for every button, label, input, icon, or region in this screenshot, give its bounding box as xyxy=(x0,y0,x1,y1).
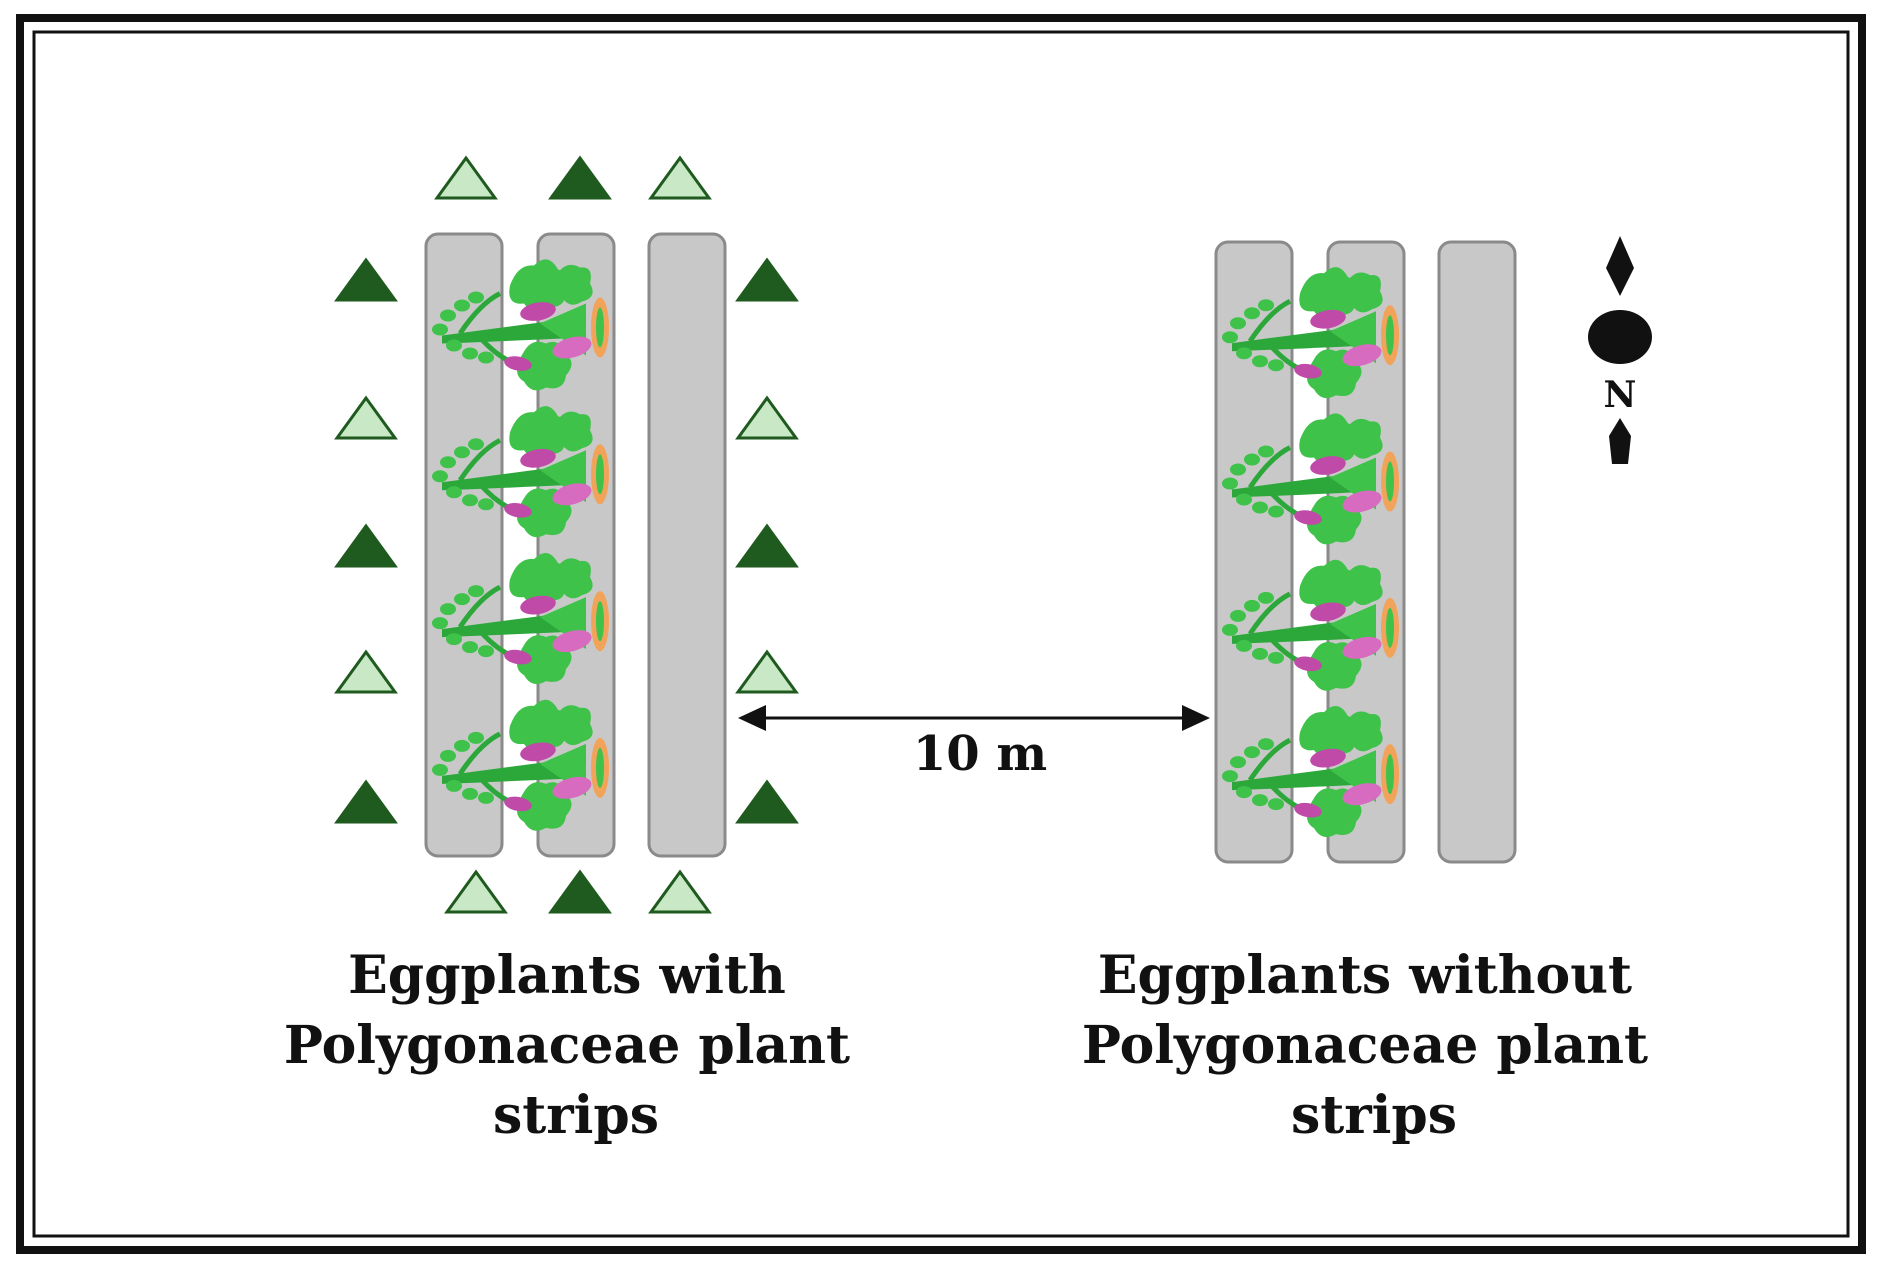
polygonaceae-light-triangle-icon xyxy=(648,869,712,914)
caption-with-strips: Eggplants with Polygonaceae plant strips xyxy=(284,945,868,1146)
polygonaceae-light-triangle-icon xyxy=(444,869,508,914)
frame xyxy=(16,14,1866,1254)
polygonaceae-dark-triangle-icon xyxy=(548,869,612,914)
polygonaceae-dark-triangle-icon xyxy=(735,779,799,824)
distance-label: 10 m xyxy=(913,726,1047,782)
distance-arrow xyxy=(738,705,1210,731)
caption-with-line-2: Polygonaceae plant xyxy=(284,1015,850,1076)
caption-without-line-1: Eggplants without xyxy=(1098,945,1632,1006)
caption-without-strips: Eggplants without Polygonaceae plant str… xyxy=(1082,945,1666,1146)
caption-with-line-3: strips xyxy=(493,1085,659,1146)
polygonaceae-dark-triangle-icon xyxy=(334,523,398,568)
planting-bed xyxy=(1214,240,1294,864)
polygonaceae-light-triangle-icon xyxy=(334,395,398,440)
eggplant-plant-icon xyxy=(1222,413,1399,545)
polygonaceae-dark-triangle-icon xyxy=(334,779,398,824)
caption-without-line-3: strips xyxy=(1291,1085,1457,1146)
polygonaceae-dark-triangle-icon xyxy=(548,155,612,200)
polygonaceae-dark-triangle-icon xyxy=(735,257,799,302)
plot-with-polygonaceae-strips xyxy=(334,155,799,914)
polygonaceae-dark-triangle-icon xyxy=(735,523,799,568)
north-compass-icon xyxy=(1588,236,1652,464)
eggplant-plant-icon xyxy=(432,699,609,831)
caption-without-line-2: Polygonaceae plant xyxy=(1082,1015,1648,1076)
polygonaceae-light-triangle-icon xyxy=(334,649,398,694)
eggplant-plant-icon xyxy=(432,552,609,685)
polygonaceae-light-triangle-icon xyxy=(434,155,498,200)
compass-north-label: N xyxy=(1604,374,1637,416)
eggplant-plant-icon xyxy=(432,406,609,538)
eggplant-plant-icon xyxy=(1222,267,1399,399)
polygonaceae-light-triangle-icon xyxy=(735,395,799,440)
polygonaceae-light-triangle-icon xyxy=(648,155,712,200)
planting-bed xyxy=(647,232,727,858)
planting-bed xyxy=(1326,240,1406,864)
planting-bed xyxy=(536,232,616,858)
eggplant-plant-icon xyxy=(1222,706,1399,838)
planting-bed xyxy=(424,232,504,858)
eggplant-plant-icon xyxy=(432,259,609,391)
caption-with-line-1: Eggplants with xyxy=(348,945,786,1006)
planting-bed xyxy=(1437,240,1517,864)
plot-without-polygonaceae-strips xyxy=(1214,240,1517,864)
eggplant-plant-icon xyxy=(1222,559,1399,691)
polygonaceae-dark-triangle-icon xyxy=(334,257,398,302)
polygonaceae-light-triangle-icon xyxy=(735,649,799,694)
